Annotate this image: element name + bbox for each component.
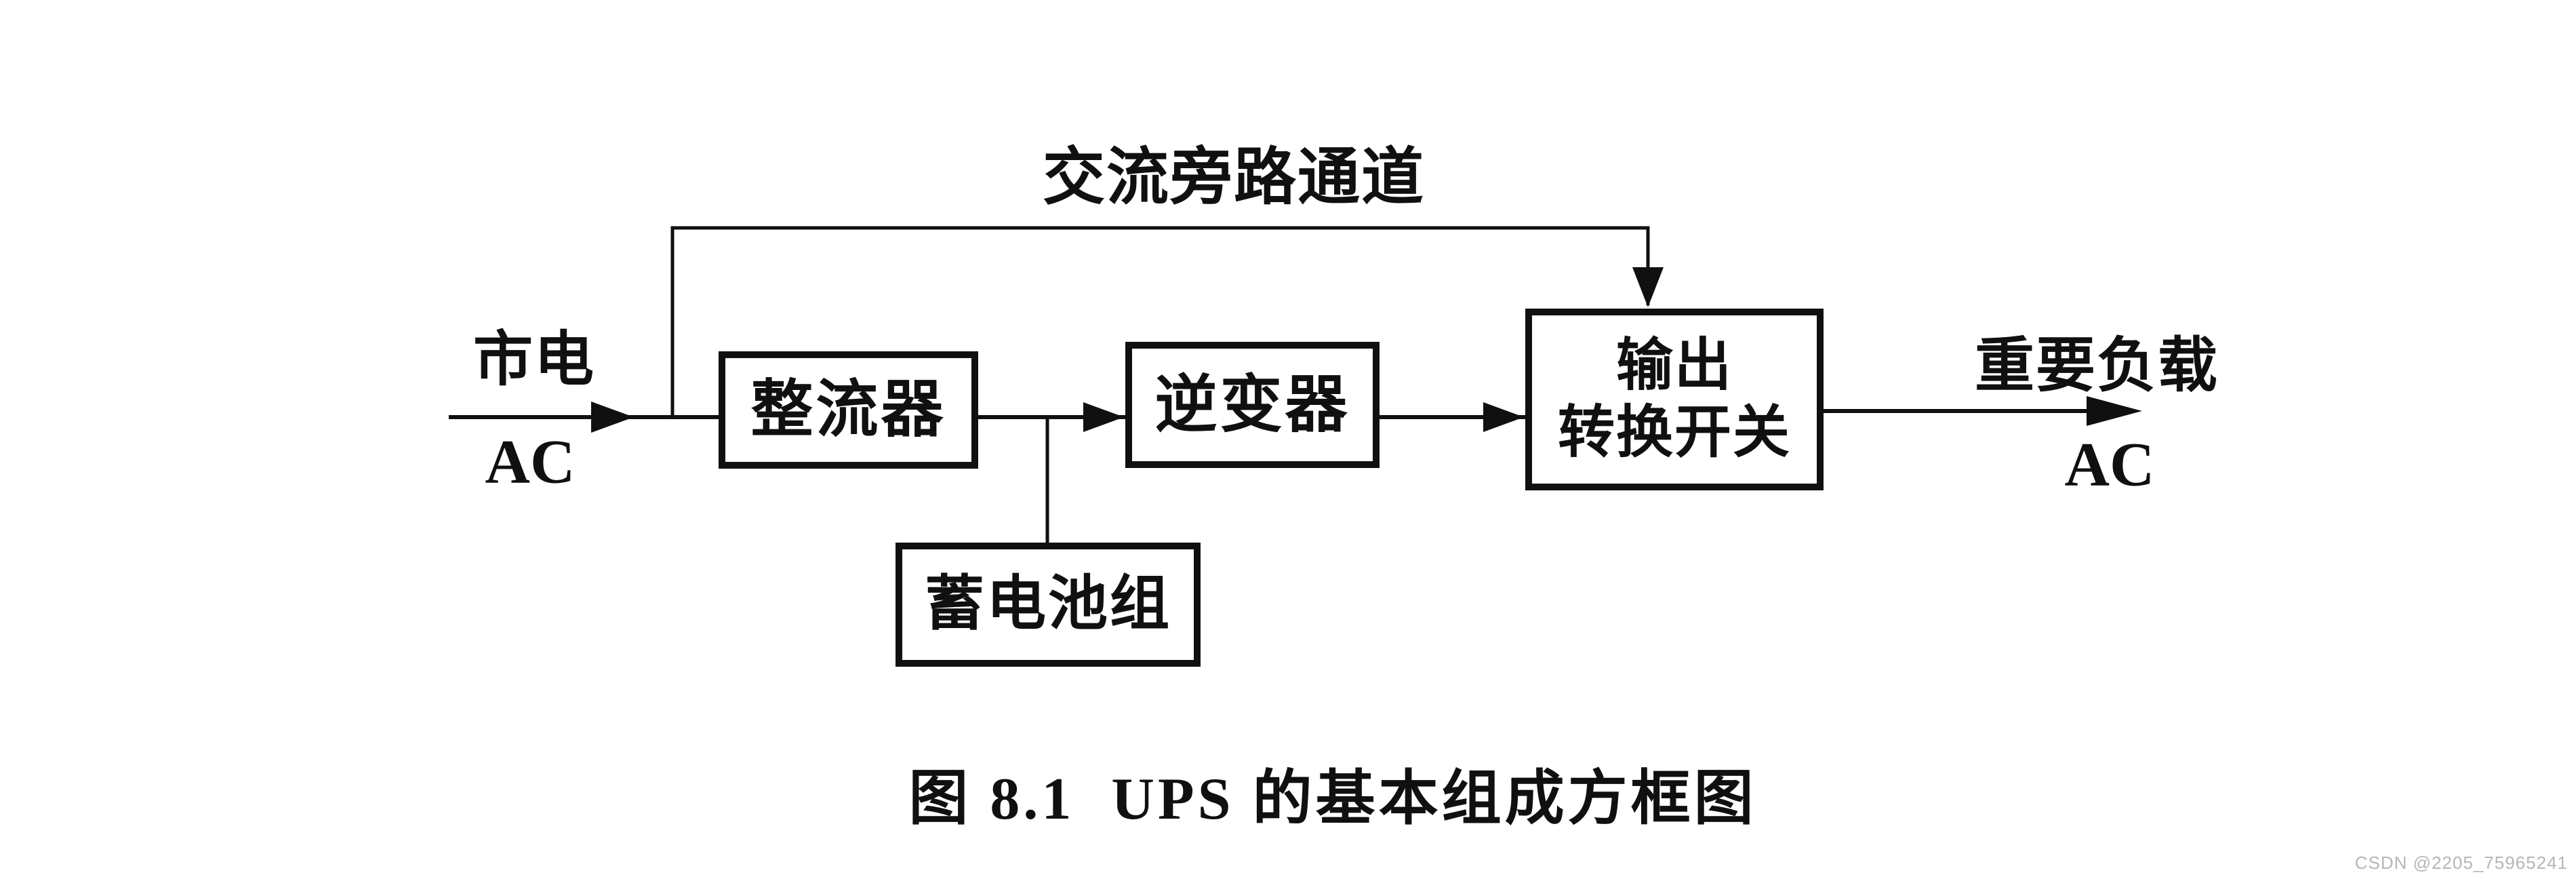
inverter-block: 逆变器: [1125, 342, 1380, 468]
battery-label: 蓄电池组: [924, 571, 1171, 638]
figure-caption: 图 8.1 UPS 的基本组成方框图: [908, 766, 1757, 832]
mains-ac-label: AC: [485, 427, 576, 496]
inverter-label: 逆变器: [1154, 370, 1350, 440]
load-output-arrowhead: [2087, 396, 2142, 426]
bypass-channel-label: 交流旁路通道: [1042, 142, 1426, 212]
switch-label-line2: 转换开关: [1557, 402, 1791, 465]
csdn-watermark: CSDN @2205_75965241: [2354, 853, 2568, 873]
critical-load-label: 重要负载: [1974, 333, 2219, 399]
rectifier-label: 整流器: [750, 375, 946, 445]
battery-pack-block: 蓄电池组: [895, 543, 1201, 667]
rectifier-block: 整流器: [719, 351, 978, 469]
switch-label-line1: 输出: [1615, 334, 1733, 397]
mains-label: 市电: [472, 327, 596, 393]
output-transfer-switch-block: 输出 转换开关: [1525, 309, 1824, 490]
inverter-input-arrowhead: [1083, 402, 1124, 432]
bypass-down-arrowhead: [1632, 267, 1664, 307]
bypass-channel-line: [670, 226, 1650, 417]
mains-input-arrowhead: [591, 402, 634, 433]
switch-input-arrowhead: [1483, 402, 1524, 432]
load-ac-label: AC: [2064, 429, 2155, 499]
